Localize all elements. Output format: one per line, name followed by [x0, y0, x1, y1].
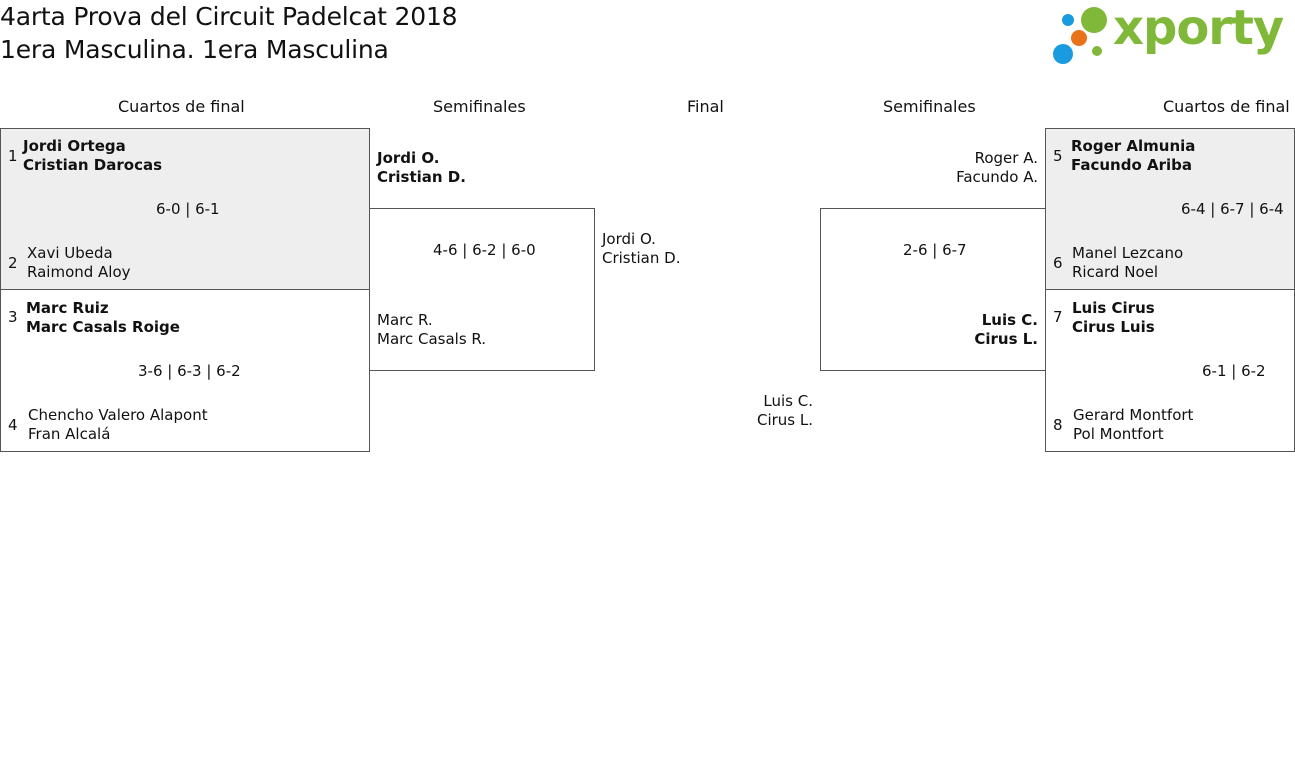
- match-score: 3-6 | 6-3 | 6-2: [138, 362, 241, 380]
- player-name: Marc Ruiz: [26, 299, 109, 317]
- player-name: Jordi O.: [602, 230, 656, 248]
- team-top[interactable]: Marc Ruiz Marc Casals Roige: [26, 299, 180, 337]
- page-subtitle: 1era Masculina. 1era Masculina: [0, 35, 389, 64]
- team-semi-left-top[interactable]: Jordi O. Cristian D.: [377, 149, 466, 187]
- match-score: 4-6 | 6-2 | 6-0: [433, 241, 536, 259]
- player-name: Fran Alcalá: [28, 425, 111, 443]
- match-semi-left[interactable]: 4-6 | 6-2 | 6-0 Marc R. Marc Casals R.: [369, 208, 595, 371]
- team-bottom[interactable]: Xavi Ubeda Raimond Aloy: [27, 244, 131, 282]
- seed-number: 3: [8, 308, 18, 326]
- player-name: Cirus L.: [974, 330, 1038, 348]
- team-semi-right-top[interactable]: Roger A. Facundo A.: [900, 149, 1038, 187]
- page-title: 4arta Prova del Circuit Padelcat 2018: [0, 2, 458, 31]
- seed-number: 6: [1053, 254, 1063, 272]
- player-name: Cirus L.: [756, 411, 813, 429]
- round-header-right-semi: Semifinales: [883, 97, 976, 116]
- match-score: 6-0 | 6-1: [156, 200, 220, 218]
- team-top[interactable]: Luis Cirus Cirus Luis: [1072, 299, 1155, 337]
- seed-number: 2: [8, 254, 18, 272]
- team-bottom[interactable]: Gerard Montfort Pol Montfort: [1073, 406, 1193, 444]
- player-name: Cristian Darocas: [23, 156, 163, 174]
- player-name: Raimond Aloy: [27, 263, 131, 281]
- match-qf-left-2[interactable]: 3 Marc Ruiz Marc Casals Roige 3-6 | 6-3 …: [0, 289, 370, 452]
- team-final-right[interactable]: Luis C. Cirus L.: [700, 392, 813, 430]
- xporty-logo[interactable]: xporty: [1050, 0, 1284, 68]
- seed-number: 1: [8, 147, 18, 165]
- player-name: Gerard Montfort: [1073, 406, 1194, 424]
- logo-wordmark: xporty: [1113, 0, 1284, 56]
- team-final-left[interactable]: Jordi O. Cristian D.: [602, 230, 680, 268]
- match-qf-left-1[interactable]: 1 Jordi Ortega Cristian Darocas 6-0 | 6-…: [0, 128, 370, 290]
- seed-number: 4: [8, 416, 18, 434]
- team-top[interactable]: Jordi Ortega Cristian Darocas: [23, 137, 162, 175]
- match-semi-right[interactable]: 2-6 | 6-7 Luis C. Cirus L.: [820, 208, 1046, 371]
- player-name: Facundo A.: [956, 168, 1038, 186]
- round-header-left-quarter: Cuartos de final: [118, 97, 245, 116]
- player-name: Marc Casals R.: [377, 330, 487, 348]
- team-semi-left-bottom[interactable]: Marc R. Marc Casals R.: [377, 311, 486, 349]
- match-qf-right-1[interactable]: 5 Roger Almunia Facundo Ariba 6-4 | 6-7 …: [1045, 128, 1295, 290]
- team-top[interactable]: Roger Almunia Facundo Ariba: [1071, 137, 1195, 175]
- logo-dots-icon: [1053, 7, 1107, 64]
- player-name: Ricard Noel: [1072, 263, 1159, 281]
- player-name: Facundo Ariba: [1071, 156, 1193, 174]
- seed-number: 8: [1053, 416, 1063, 434]
- player-name: Jordi O.: [377, 149, 440, 167]
- player-name: Pol Montfort: [1073, 425, 1164, 443]
- round-header-right-quarter: Cuartos de final: [1163, 97, 1290, 116]
- player-name: Luis Cirus: [1072, 299, 1155, 317]
- team-bottom[interactable]: Chencho Valero Alapont Fran Alcalá: [28, 406, 208, 444]
- seed-number: 5: [1053, 147, 1063, 165]
- player-name: Manel Lezcano: [1072, 244, 1184, 262]
- match-qf-right-2[interactable]: 7 Luis Cirus Cirus Luis 6-1 | 6-2 8 Gera…: [1045, 289, 1295, 452]
- player-name: Cristian D.: [377, 168, 466, 186]
- round-header-final: Final: [687, 97, 724, 116]
- team-bottom[interactable]: Manel Lezcano Ricard Noel: [1072, 244, 1183, 282]
- team-semi-right-bottom[interactable]: Luis C. Cirus L.: [881, 311, 1038, 349]
- match-score: 6-1 | 6-2: [1202, 362, 1266, 380]
- player-name: Cristian D.: [602, 249, 681, 267]
- player-name: Roger A.: [974, 149, 1038, 167]
- player-name: Marc R.: [377, 311, 433, 329]
- match-score: 6-4 | 6-7 | 6-4: [1181, 200, 1284, 218]
- player-name: Chencho Valero Alapont: [28, 406, 208, 424]
- player-name: Jordi Ortega: [23, 137, 126, 155]
- player-name: Luis C.: [981, 311, 1038, 329]
- player-name: Cirus Luis: [1072, 318, 1155, 336]
- seed-number: 7: [1053, 308, 1063, 326]
- player-name: Luis C.: [763, 392, 813, 410]
- player-name: Xavi Ubeda: [27, 244, 113, 262]
- match-score: 2-6 | 6-7: [903, 241, 967, 259]
- round-header-left-semi: Semifinales: [433, 97, 526, 116]
- player-name: Marc Casals Roige: [26, 318, 180, 336]
- player-name: Roger Almunia: [1071, 137, 1196, 155]
